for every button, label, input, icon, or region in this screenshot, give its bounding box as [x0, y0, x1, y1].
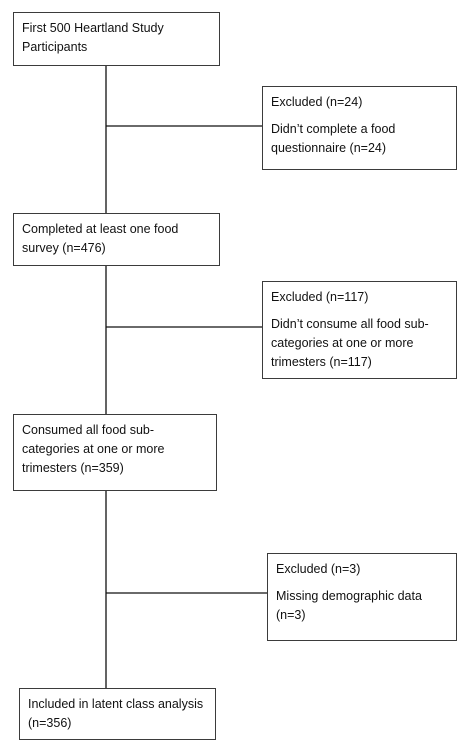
consumed-all-box: Consumed all food sub-categories at one … [13, 414, 217, 491]
completed-survey-box: Completed at least one food survey (n=47… [13, 213, 220, 266]
exclusion-reason-1: Didn’t complete a food questionnaire (n=… [271, 122, 396, 155]
included-analysis-box: Included in latent class analysis (n=356… [19, 688, 216, 740]
participants-box: First 500 Heartland Study Participants [13, 12, 220, 66]
exclusion-title-2: Excluded (n=117) [271, 290, 369, 304]
exclusion-box-3: Excluded (n=3) Missing demographic data … [267, 553, 457, 641]
exclusion-title-3: Excluded (n=3) [276, 562, 361, 576]
exclusion-title-1: Excluded (n=24) [271, 95, 363, 109]
exclusion-box-2: Excluded (n=117) Didn’t consume all food… [262, 281, 457, 379]
exclusion-box-1: Excluded (n=24) Didn’t complete a food q… [262, 86, 457, 170]
completed-survey-text: Completed at least one food survey (n=47… [22, 222, 179, 255]
exclusion-reason-2: Didn’t consume all food sub-categories a… [271, 317, 429, 369]
participants-text: First 500 Heartland Study Participants [22, 21, 164, 54]
included-analysis-text: Included in latent class analysis (n=356… [28, 697, 204, 730]
exclusion-reason-3: Missing demographic data (n=3) [276, 589, 422, 622]
consumed-all-text: Consumed all food sub-categories at one … [22, 423, 165, 475]
